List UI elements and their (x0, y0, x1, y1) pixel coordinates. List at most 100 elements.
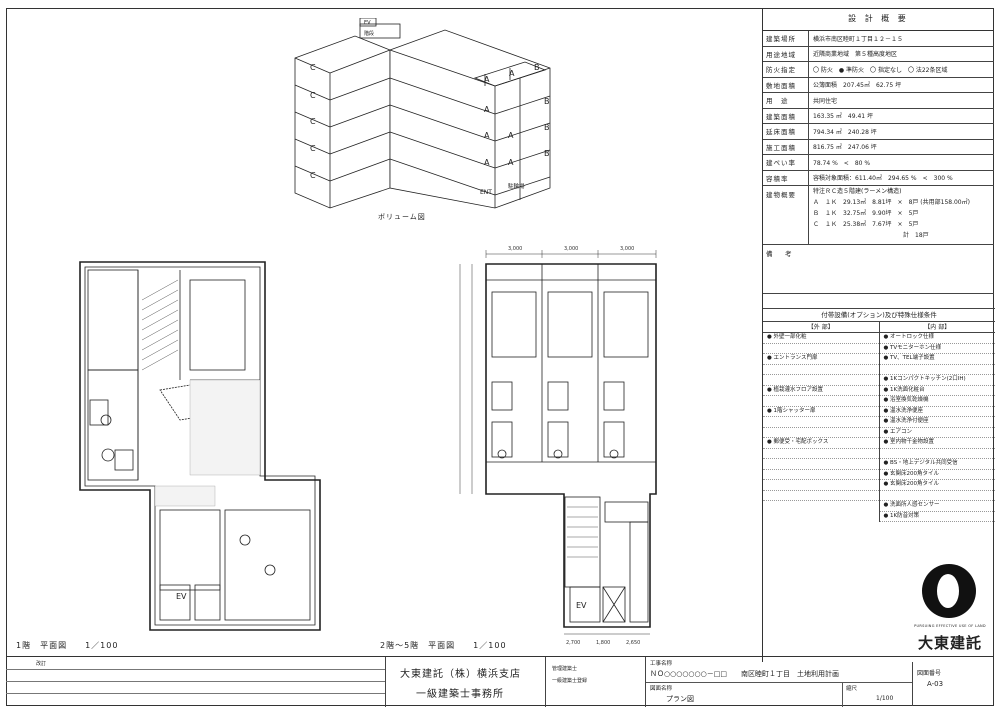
list-item: ● 洗面所人感センサー (879, 501, 995, 512)
unit-a-label: A (484, 158, 490, 167)
list-item: ● 1Kコンパクトキッチン(2口IH) (879, 375, 995, 386)
spec-row: 容積率容積対象面積：611.40㎡ 294.65 % < 300 % (763, 170, 994, 186)
units-list: 特注ＲＣ造５階建(ラーメン構造) Ａ １Ｋ 29.13㎡ 8.81坪 × 8戸 … (809, 186, 970, 241)
list-item (879, 365, 995, 375)
list-item: ● 1階シャッター扉 (763, 407, 879, 417)
drawing-number: A-03 (927, 680, 944, 688)
drawing-number-cell: 図面番号 A-03 (912, 662, 995, 706)
revision-label: 改訂 (36, 661, 47, 667)
unit-c-label: C (310, 171, 316, 180)
dim-top-1: 3,000 (508, 246, 522, 252)
volume-label: ボリューム図 (378, 213, 426, 221)
spec-value: 794.34 ㎡ 240.28 坪 (813, 128, 877, 136)
unit-line: Ａ １Ｋ 29.13㎡ 8.81坪 × 8戸 (共用部158.00㎡) (813, 199, 970, 206)
remarks-box: 備 考 (763, 245, 994, 294)
unit-b-label: B (534, 63, 540, 72)
list-item (763, 396, 879, 407)
dim-bottom-1: 2,700 (566, 640, 580, 646)
list-item: ● 玄関床200角タイル (879, 480, 995, 491)
summary-title: 設 計 概 要 (763, 8, 994, 31)
logo-name: 大東建託 (917, 634, 982, 652)
spec-key: 敷地面積 (763, 77, 809, 92)
list-item: ● TVモニターホン仕様 (879, 344, 995, 354)
remarks-label: 備 考 (766, 250, 795, 258)
spec-value: 816.75 ㎡ 247.06 坪 (813, 144, 877, 152)
list-item (763, 491, 879, 501)
scale-value: 1/100 (876, 695, 894, 702)
spec-key: 防火指定 (763, 62, 809, 77)
spec-value: 容積対象面積：611.40㎡ 294.65 % < 300 % (813, 175, 953, 183)
spec-key: 容積率 (763, 170, 809, 185)
project-name: ＮＯ○○○○○○○－□□ 南区睦町１丁目 土地利用計画 (650, 670, 839, 678)
unit-a-label: A (508, 158, 514, 167)
spec-row: 建築場所横浜市南区睦町１丁目１２－１５ (763, 31, 994, 47)
drawing-number-label: 図面番号 (917, 670, 942, 677)
unit-a-label: A (484, 131, 490, 140)
spec-value: 163.35 ㎡ 49.41 坪 (813, 113, 873, 121)
spec-key: 延床面積 (763, 124, 809, 139)
spec-row: 建ぺい率 78.74 % < 80 % (763, 155, 994, 171)
company-cell: 大東建託（株）横浜支店 一級建築士事務所 (386, 657, 546, 707)
volume-drawing: EV 階段 C C C C C A A B A B A A B A A B EN… (294, 18, 551, 209)
list-item (879, 491, 995, 501)
unit-line: Ｂ １Ｋ 32.75㎡ 9.90坪 × 5戸 (813, 210, 919, 217)
design-summary-panel: 設 計 概 要 建築場所横浜市南区睦町１丁目１２－１５ 用途地域近隣商業地域 第… (762, 8, 995, 662)
unit-b-label: B (544, 97, 550, 106)
company-name: 大東建託（株）横浜支店 (400, 669, 521, 680)
list-item: ● TV、TEL端子設置 (879, 354, 995, 365)
equipment-col-exterior: 【外 部】 (763, 322, 880, 332)
list-item: ● オートロック仕様 (879, 333, 995, 344)
equipment-title: 付帯設備(オプション)及び特殊仕様条件 (763, 308, 995, 322)
unit-b-label: B (544, 123, 550, 132)
spec-value: 78.74 % < 80 % (813, 159, 871, 167)
list-item: ● 浴室換気乾燥機 (879, 396, 995, 407)
list-item (879, 449, 995, 459)
list-item: ● BS・地上デジタル共同受信 (879, 459, 995, 470)
unit-b-label: B (544, 149, 550, 158)
list-item: ● 植栽灌水フロア設置 (763, 386, 879, 396)
spec-value: 共同住宅 (813, 97, 838, 105)
project-cell: 工事名称 ＮＯ○○○○○○○－□□ 南区睦町１丁目 土地利用計画 図面名称 プラ… (646, 657, 912, 707)
equipment-exterior-list: ● 外壁一部化粧 ● エントランス門扉 ● 植栽灌水フロア設置 ● 1階シャッタ… (763, 333, 880, 522)
floor1-plan: EV (79, 261, 321, 631)
spec-key: 用 途 (763, 93, 809, 108)
list-item: ● 1K洗面化粧台 (879, 386, 995, 396)
list-item: ● 温水洗浄便座 (879, 407, 995, 417)
spec-key: 建築場所 (763, 31, 809, 46)
list-item: ● 外壁一部化粧 (763, 333, 879, 344)
scale-label: 縮尺 (846, 686, 858, 692)
unit-line: Ｃ １Ｋ 25.38㎡ 7.67坪 × 5戸 (813, 221, 919, 228)
spec-row: 防火指定〇 防火 ● 準防火 〇 指定なし 〇 法22条区域 (763, 62, 994, 78)
dim-bottom-3: 2,650 (626, 640, 640, 646)
project-label: 工事名称 (650, 661, 673, 667)
spec-value: 横浜市南区睦町１丁目１２－１５ (813, 35, 904, 43)
list-item (763, 449, 879, 459)
daito-logo: PURSUING EFFECTIVE USE OF LAND 大東建託 (910, 560, 990, 660)
unit-c-label: C (310, 63, 316, 72)
list-item (763, 375, 879, 386)
title-block: 改訂 大東建託（株）横浜支店 一級建築士事務所 管理建築士 一級建築士登録 工事… (6, 656, 994, 707)
company-office: 一級建築士事務所 (416, 689, 504, 700)
logo-tagline: PURSUING EFFECTIVE USE OF LAND (914, 624, 986, 628)
parking-label: 駐輪場 (508, 182, 525, 190)
spec-value: 近隣商業地域 第５種高度地区 (813, 51, 898, 59)
list-item (763, 365, 879, 375)
equipment-body: ● 外壁一部化粧 ● エントランス門扉 ● 植栽灌水フロア設置 ● 1階シャッタ… (763, 333, 995, 522)
list-item (763, 417, 879, 428)
dim-top-2: 3,000 (564, 246, 578, 252)
list-item: ● 室内物干金物設置 (879, 438, 995, 449)
list-item: ● 1K防音対策 (879, 512, 995, 522)
spec-key: 建ぺい率 (763, 155, 809, 170)
spec-row: 用 途共同住宅 (763, 93, 994, 109)
list-item: ● エアコン (879, 428, 995, 438)
units-key: 建物概要 (763, 186, 809, 244)
list-item (763, 344, 879, 354)
unit-a-label: A (484, 75, 490, 84)
stair-label-volume: 階段 (364, 30, 374, 37)
dim-top-3: 3,000 (620, 246, 634, 252)
drawing-name-label: 図面名称 (650, 686, 673, 692)
floor2-5-plan: 3,000 3,000 3,000 2,700 1,800 2,650 EV (459, 246, 657, 646)
ev-label-floor1: EV (176, 592, 187, 601)
spec-key: 施工面積 (763, 139, 809, 154)
